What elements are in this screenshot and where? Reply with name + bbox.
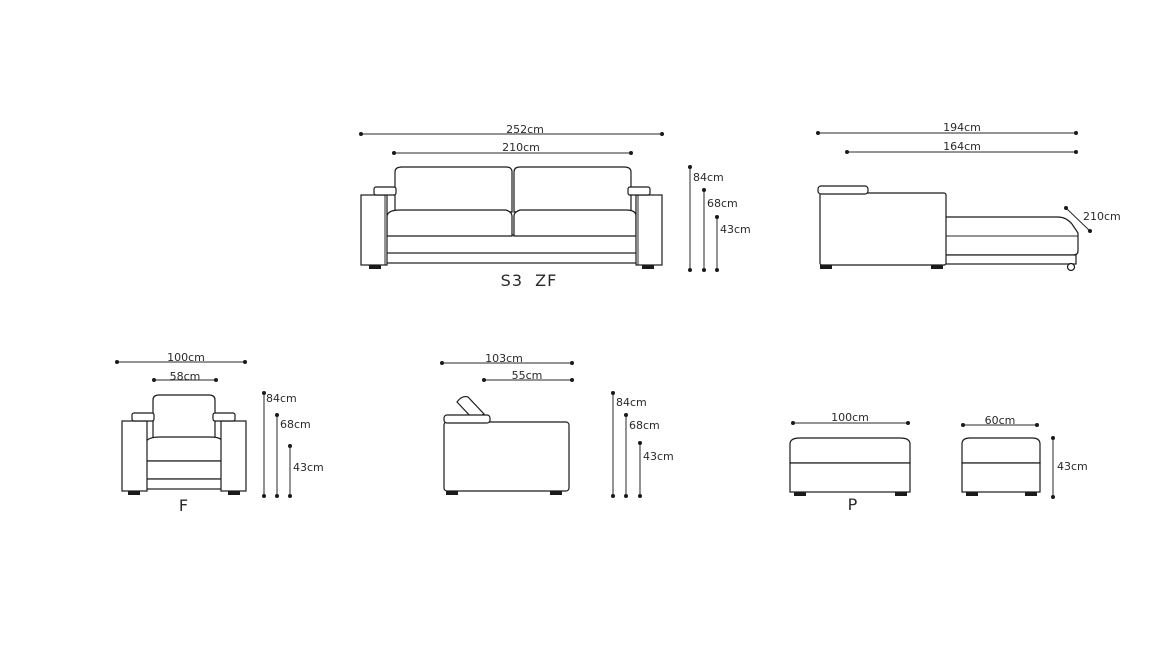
sofa-front-view-label: S3 ZF	[501, 271, 558, 290]
armchair-width-seat-label: 58cm	[170, 370, 201, 383]
sofa-width-total-dimension: 252cm	[359, 123, 664, 136]
pouf-front-drawing	[789, 437, 911, 496]
armchair-side-height-arm-label: 68cm	[629, 419, 660, 432]
sofa-side-view: 194cm 164cm 210cm	[816, 121, 1121, 272]
sofa-bed-length-label: 210cm	[1083, 210, 1121, 223]
armchair-side-height-arm-dimension: 68cm	[624, 413, 660, 498]
sofa-width-seat-dimension: 210cm	[392, 141, 633, 155]
armchair-depth-total-dimension: 103cm	[440, 352, 574, 365]
sofa-side-drawing	[817, 185, 1079, 272]
sofa-depth-total-label: 194cm	[943, 121, 981, 134]
sofa-bed-length-dimension: 210cm	[1064, 206, 1121, 233]
armchair-front-view: 100cm 58cm	[115, 351, 324, 515]
sofa-width-seat-label: 210cm	[502, 141, 540, 154]
armchair-side-view: 103cm 55cm 84cm	[440, 352, 674, 498]
armchair-height-arm-dimension: 68cm	[275, 413, 311, 498]
sofa-height-seat-label: 43cm	[720, 223, 751, 236]
sofa-width-total-label: 252cm	[506, 123, 544, 136]
armchair-height-arm-label: 68cm	[280, 418, 311, 431]
pouf-side-view: 60cm 43cm	[961, 414, 1088, 499]
armchair-depth-total-label: 103cm	[485, 352, 523, 365]
pouf-depth-label: 60cm	[985, 414, 1016, 427]
armchair-front-drawing	[121, 394, 247, 495]
pouf-front-view-label: P	[848, 495, 859, 514]
armchair-width-total-label: 100cm	[167, 351, 205, 364]
sofa-depth-body-label: 164cm	[943, 140, 981, 153]
pouf-front-view: 100cm P	[789, 411, 911, 514]
pouf-side-drawing	[961, 437, 1041, 496]
sofa-height-seat-dimension: 43cm	[715, 215, 751, 272]
armchair-height-seat-label: 43cm	[293, 461, 324, 474]
sofa-height-arm-dimension: 68cm	[702, 188, 738, 272]
pouf-width-dimension: 100cm	[791, 411, 910, 425]
armchair-side-height-total-label: 84cm	[616, 396, 647, 409]
sofa-front-view: 252cm 210cm	[359, 123, 751, 290]
sofa-height-total-dimension: 84cm	[688, 165, 724, 272]
armchair-width-total-dimension: 100cm	[115, 351, 247, 364]
pouf-height-label: 43cm	[1057, 460, 1088, 473]
armchair-depth-seat-dimension: 55cm	[482, 369, 574, 382]
sofa-depth-body-dimension: 164cm	[845, 140, 1078, 154]
pouf-height-dimension: 43cm	[1051, 436, 1088, 499]
sofa-front-drawing	[360, 166, 663, 269]
armchair-side-height-seat-dimension: 43cm	[638, 441, 674, 498]
armchair-front-view-label: F	[179, 496, 189, 515]
armchair-side-height-total-dimension: 84cm	[611, 391, 647, 498]
pouf-depth-dimension: 60cm	[961, 414, 1039, 427]
sofa-depth-total-dimension: 194cm	[816, 121, 1078, 135]
armchair-height-seat-dimension: 43cm	[288, 444, 324, 498]
armchair-height-total-dimension: 84cm	[262, 391, 297, 498]
sofa-height-arm-label: 68cm	[707, 197, 738, 210]
pouf-width-label: 100cm	[831, 411, 869, 424]
armchair-width-seat-dimension: 58cm	[152, 370, 218, 383]
armchair-height-total-label: 84cm	[266, 392, 297, 405]
sofa-height-total-label: 84cm	[693, 171, 724, 184]
armchair-side-height-seat-label: 43cm	[643, 450, 674, 463]
armchair-side-drawing	[443, 395, 570, 495]
armchair-depth-seat-label: 55cm	[512, 369, 543, 382]
